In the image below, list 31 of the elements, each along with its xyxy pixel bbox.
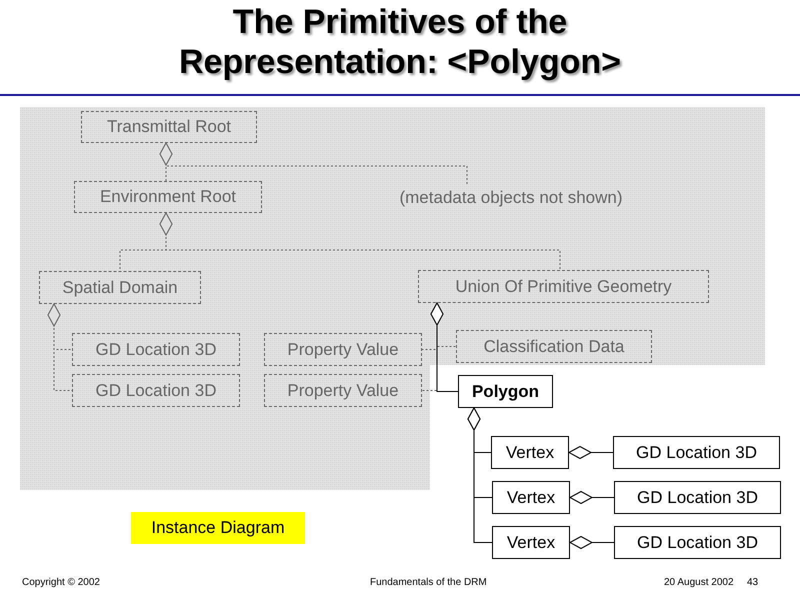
aggregation-connector: [468, 408, 492, 543]
aggregation-connector: [568, 446, 614, 459]
page-number: 43: [747, 577, 758, 588]
footer-text: 20 August 2002: [664, 577, 734, 588]
class-box: GD Location 3D: [72, 374, 240, 407]
aggregation-connector: [430, 302, 458, 392]
class-box: GD Location 3D: [72, 333, 240, 366]
aggregation-connector: [160, 142, 468, 186]
aggregation-connector: [570, 536, 614, 549]
class-box: GD Location 3D: [614, 526, 781, 559]
aggregation-connector: [48, 304, 72, 391]
footer-text: Copyright © 2002: [22, 577, 100, 588]
node-text: (metadata objects not shown): [399, 188, 622, 208]
aggregation-connector: [570, 491, 614, 504]
class-box: Property Value: [264, 374, 422, 407]
class-box: Vertex: [491, 436, 569, 469]
footer-text: Fundamentals of the DRM: [370, 577, 487, 588]
class-box: Property Value: [264, 333, 422, 366]
class-box: Spatial Domain: [39, 271, 201, 304]
class-box: GD Location 3D: [613, 436, 780, 469]
class-box: Environment Root: [74, 181, 262, 213]
slide-title: The Primitives of the Representation: <Polygon>: [178, 2, 622, 82]
class-box: Vertex: [492, 526, 570, 559]
class-box: Classification Data: [456, 330, 652, 363]
class-box: Polygon: [458, 375, 553, 408]
class-box: Vertex: [492, 481, 570, 514]
class-box: GD Location 3D: [614, 481, 781, 514]
class-box: Transmittal Root: [81, 111, 257, 143]
aggregation-connector: [160, 212, 560, 270]
caption-box: Instance Diagram: [131, 512, 305, 544]
class-box: Union Of Primitive Geometry: [418, 270, 709, 303]
